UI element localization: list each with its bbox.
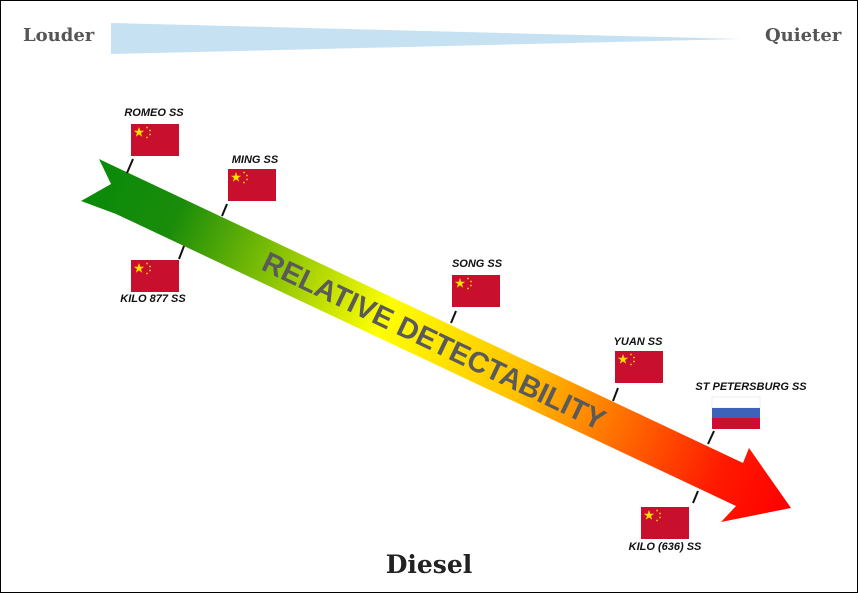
russia-flag-icon (711, 396, 761, 429)
submarine-label-yuan: YUAN SS (613, 336, 663, 348)
china-flag-icon (615, 351, 663, 383)
submarine-label-st-petersburg: ST PETERSBURG SS (695, 381, 807, 393)
connector-kilo636 (692, 490, 699, 504)
connector-lines (126, 158, 715, 504)
submarine-label-kilo636: KILO (636) SS (628, 541, 702, 553)
arrow-label: RELATIVE DETECTABILITY (257, 246, 610, 437)
connector-yuan (612, 387, 619, 402)
connector-romeo (126, 158, 134, 174)
connector-song (450, 310, 457, 324)
china-flag-icon (452, 275, 500, 307)
louder-label: Louder (23, 25, 95, 46)
china-flag-icon (641, 507, 689, 539)
submarine-label-ming: MING SS (231, 154, 279, 166)
china-flag-icon (131, 260, 179, 292)
quieter-label: Quieter (765, 25, 842, 46)
connector-kilo877 (178, 245, 185, 260)
submarine-label-song: SONG SS (451, 258, 503, 270)
connector-st-petersburg (707, 430, 715, 445)
submarine-label-romeo: ROMEO SS (124, 107, 184, 119)
connector-ming (221, 203, 228, 217)
china-flag-icon (228, 169, 276, 201)
footer-title: Diesel (385, 550, 473, 579)
loudness-scale-wedge (111, 23, 741, 54)
submarine-label-kilo877: KILO 877 SS (120, 293, 186, 305)
detectability-arrow (81, 159, 791, 522)
china-flag-icon (131, 124, 179, 156)
